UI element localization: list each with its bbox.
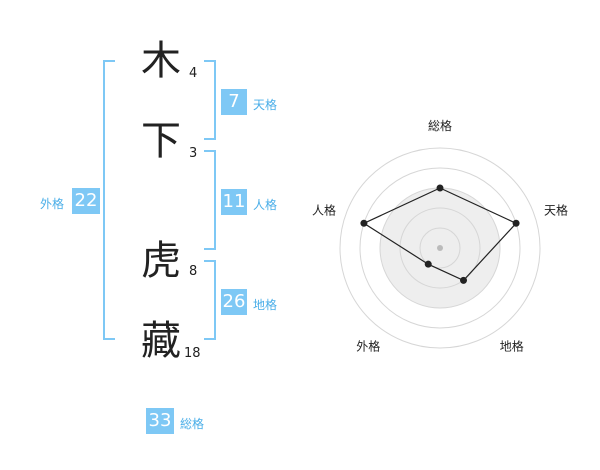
radar-point <box>512 219 520 227</box>
radar-center-dot <box>437 245 443 251</box>
tenkaku-label: 天格 <box>253 98 278 112</box>
radar-axis-label: 外格 <box>356 339 380 354</box>
tenkaku-value: 7 <box>221 89 247 115</box>
tenkaku-bracket <box>204 60 216 140</box>
chikaku-value: 26 <box>221 289 247 315</box>
radar-axis-label: 総格 <box>428 118 452 133</box>
stroke-count-1: 4 <box>189 66 198 81</box>
radar-point <box>436 184 444 192</box>
radar-point <box>360 219 368 227</box>
soukaku-label: 総格 <box>180 417 205 431</box>
radar-point <box>424 260 432 268</box>
gaikaku-bracket <box>103 60 115 340</box>
radar-ring <box>339 147 541 349</box>
radar-points <box>360 184 520 284</box>
radar-rings <box>339 147 541 349</box>
gaikaku-label: 外格 <box>40 197 65 211</box>
stroke-count-2: 3 <box>189 146 198 161</box>
gaikaku-value: 22 <box>72 188 100 214</box>
name-char-4: 藏 <box>141 318 181 364</box>
radar-ring <box>399 207 481 289</box>
jinkaku-value: 11 <box>221 189 247 215</box>
radar-polygon <box>362 187 518 282</box>
radar-axis-label: 地格 <box>500 339 524 354</box>
radar-ring <box>419 227 461 269</box>
stroke-count-4: 18 <box>184 346 201 361</box>
radar-point <box>460 276 468 284</box>
name-char-3: 虎 <box>141 238 181 284</box>
radar-ring <box>359 167 521 329</box>
soukaku-value: 33 <box>146 408 174 434</box>
name-char-1: 木 <box>141 38 181 84</box>
stroke-count-3: 8 <box>189 264 198 279</box>
name-char-2: 下 <box>141 118 181 164</box>
chikaku-bracket <box>204 260 216 340</box>
jinkaku-bracket <box>204 150 216 250</box>
chikaku-label: 地格 <box>253 298 278 312</box>
radar-axis-label: 人格 <box>312 202 336 217</box>
radar-axis-label: 天格 <box>544 202 568 217</box>
jinkaku-label: 人格 <box>253 198 278 212</box>
